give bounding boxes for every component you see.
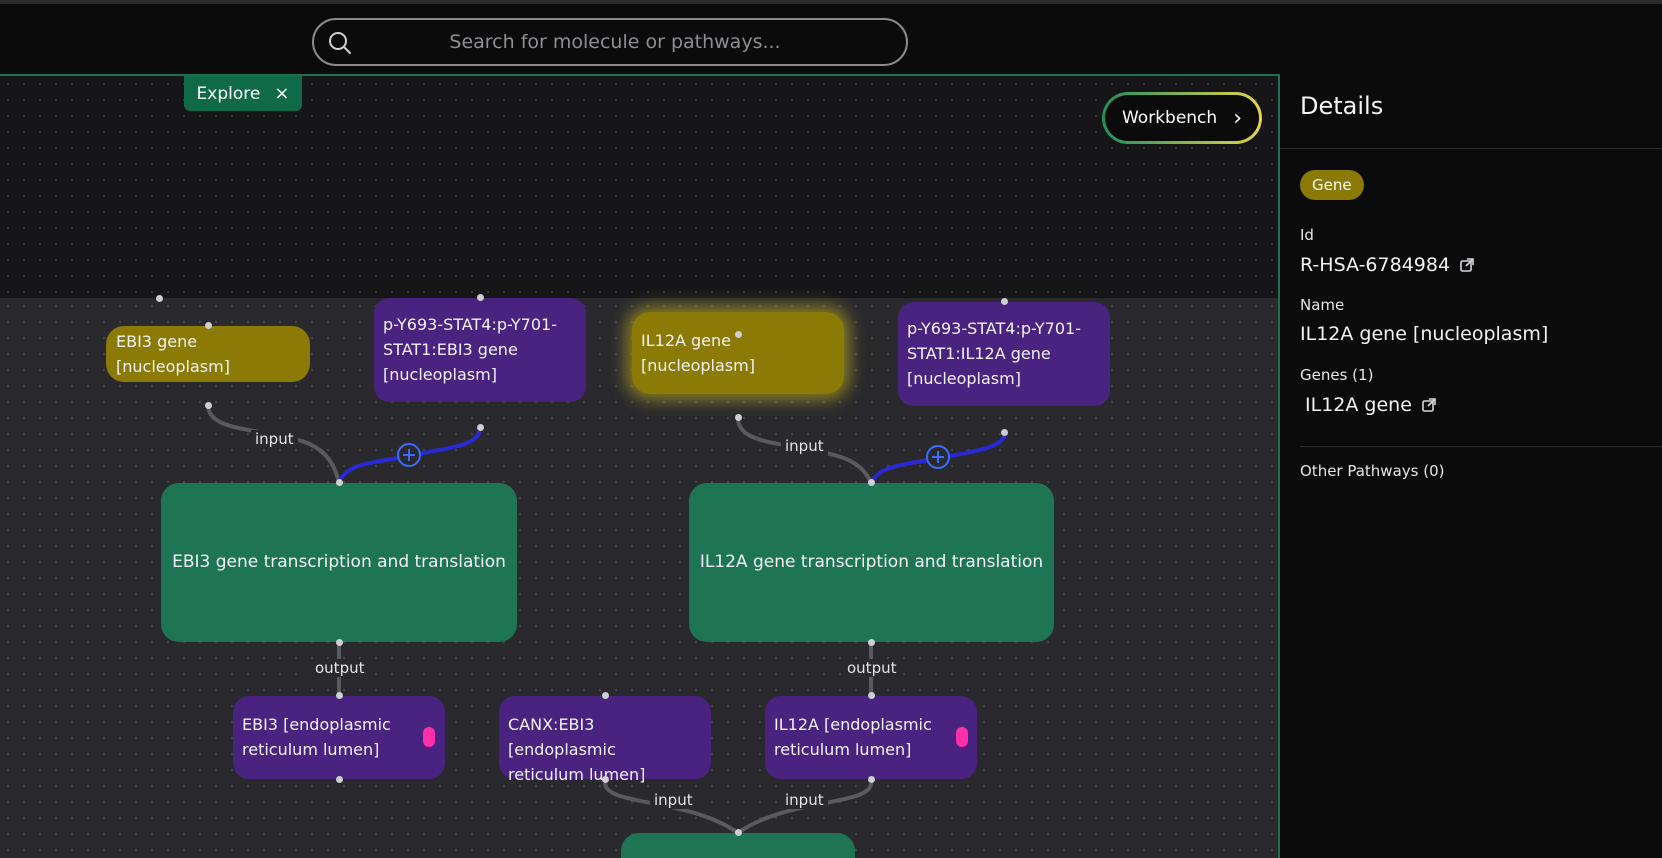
node-label-line: IL12A gene [641,331,732,350]
name-value: IL12A gene [nucleoplasm] [1300,323,1549,345]
window-top-border [0,0,1662,4]
node-handle[interactable] [735,331,742,338]
node-handle[interactable] [336,692,343,699]
search-box[interactable] [312,18,908,66]
node-label-line: STAT1:IL12A gene [907,344,1051,363]
node-label: EBI3 gene transcription and translation [172,552,506,572]
node-handle[interactable] [477,294,484,301]
node-label-line: p-Y693-STAT4:p-Y701- [907,319,1081,338]
id-value[interactable]: R-HSA-6784984 [1300,254,1451,276]
node-label-line: [nucleoplasm] [641,356,755,375]
external-link-icon[interactable] [1460,258,1474,272]
canvas-empty-area [0,76,1278,298]
node-label-line: CANX:EBI3 [endoplasmic [508,715,616,759]
node-ebi3-er[interactable]: EBI3 [endoplasmic reticulum lumen] [233,696,445,779]
id-value-row[interactable]: R-HSA-6784984 [1300,254,1474,276]
edge-label-output: output [843,659,901,677]
tab-explore-label: Explore [196,83,261,104]
node-il12a-er[interactable]: IL12A [endoplasmic reticulum lumen] [765,696,977,779]
pathway-canvas[interactable]: Explore × Workbench › EBI3 gene [nucleop… [0,74,1280,858]
close-icon[interactable]: × [274,83,290,104]
top-bar [0,4,1662,74]
node-label-line: [nucleoplasm] [907,369,1021,388]
node-stat-ebi3-complex[interactable]: p-Y693-STAT4:p-Y701- STAT1:EBI3 gene [nu… [374,298,586,402]
node-handle[interactable] [205,402,212,409]
search-input[interactable] [314,31,906,53]
node-handle[interactable] [602,776,609,783]
node-label-line: IL12A [endoplasmic [774,715,932,734]
node-canx-ebi3[interactable]: CANX:EBI3 [endoplasmic reticulum lumen] [499,696,711,784]
edge-label-input: input [781,437,828,455]
chevron-right-icon: › [1233,105,1242,131]
name-label: Name [1300,296,1345,314]
workbench-button[interactable]: Workbench › [1102,92,1262,144]
details-title: Details [1300,92,1384,120]
edge-label-input: input [781,791,828,809]
node-handle[interactable] [336,776,343,783]
node-handle[interactable] [735,414,742,421]
node-handle[interactable] [1001,298,1008,305]
node-il12a-gene[interactable]: IL12A gene [nucleoplasm] [632,312,844,394]
node-label: IL12A gene transcription and translation [699,552,1044,572]
tab-explore[interactable]: Explore × [184,76,302,111]
node-handle[interactable] [205,322,212,329]
gene-item-row[interactable]: IL12A gene [1305,394,1436,416]
node-ebi3-gene[interactable]: EBI3 gene [nucleoplasm] [106,326,310,382]
node-label-line: p-Y693-STAT4:p-Y701- [383,315,557,334]
edge-label-output: output [311,659,369,677]
node-handle[interactable] [156,295,163,302]
node-label-line: reticulum lumen] [242,740,380,759]
node-handle[interactable] [1001,429,1008,436]
external-link-icon[interactable] [1422,398,1436,412]
node-handle[interactable] [477,424,484,431]
node-reaction-partial[interactable] [621,833,855,858]
marker-icon [423,727,435,747]
edge-label-input: input [650,791,697,809]
node-handle[interactable] [336,479,343,486]
search-icon [329,32,351,54]
type-badge: Gene [1300,170,1364,200]
node-stat-il12a-complex[interactable]: p-Y693-STAT4:p-Y701- STAT1:IL12A gene [n… [898,302,1110,406]
node-label-line: [nucleoplasm] [383,365,497,384]
node-label: EBI3 gene [nucleoplasm] [116,332,230,376]
details-panel: Details Gene Id R-HSA-6784984 Name IL12A… [1280,74,1662,858]
genes-label: Genes (1) [1300,366,1374,384]
node-handle[interactable] [735,829,742,836]
node-ebi3-reaction[interactable]: EBI3 gene transcription and translation [161,483,517,642]
node-handle[interactable] [336,639,343,646]
divider [1280,148,1662,149]
other-pathways[interactable]: Other Pathways (0) [1300,462,1445,480]
node-handle[interactable] [602,692,609,699]
node-label-line: reticulum lumen] [774,740,912,759]
node-handle[interactable] [868,479,875,486]
workbench-label: Workbench [1121,108,1218,128]
id-label: Id [1300,226,1314,244]
divider [1300,446,1662,447]
gene-item[interactable]: IL12A gene [1305,394,1412,416]
node-il12a-reaction[interactable]: IL12A gene transcription and translation [689,483,1054,642]
node-handle[interactable] [868,776,875,783]
node-label-line: EBI3 [endoplasmic [242,715,391,734]
marker-icon [956,727,968,747]
edge-label-input: input [251,430,298,448]
node-handle[interactable] [868,639,875,646]
node-handle[interactable] [868,692,875,699]
node-label-line: STAT1:EBI3 gene [383,340,518,359]
node-label-line: reticulum lumen] [508,765,646,784]
